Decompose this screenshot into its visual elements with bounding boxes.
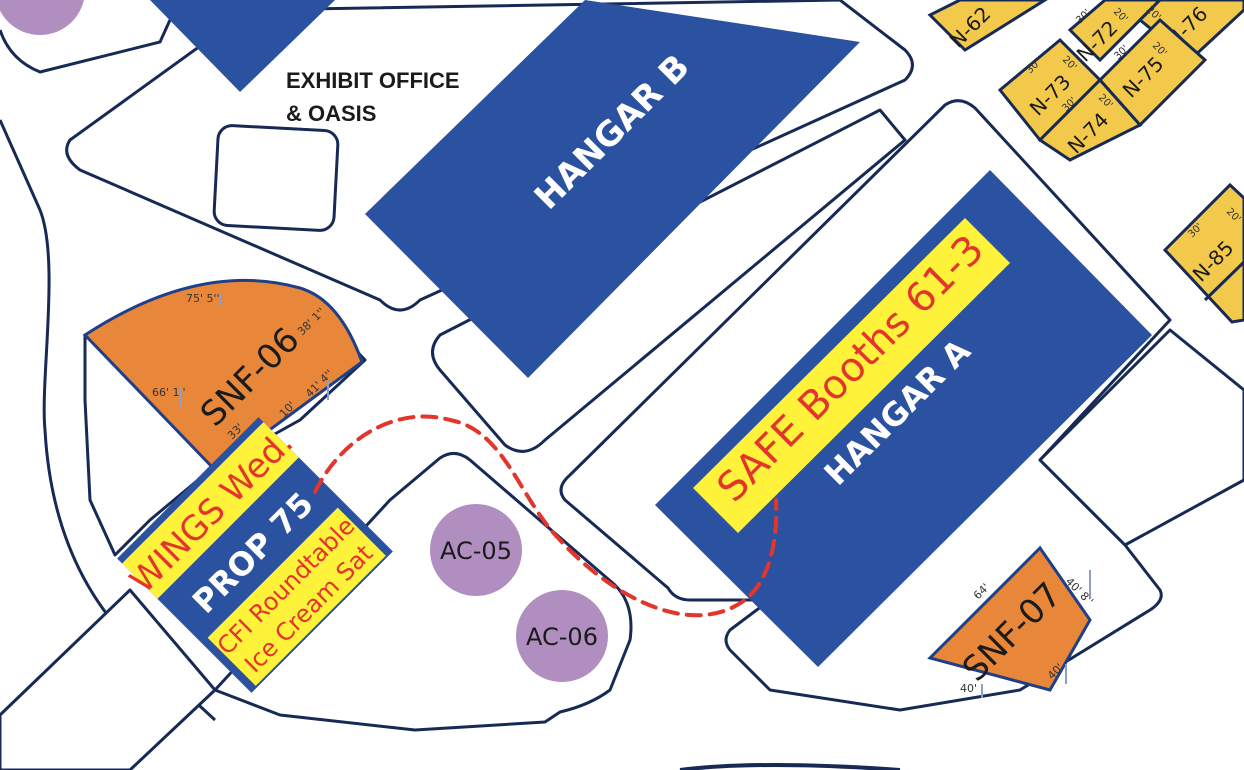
hangar-wedge-top[interactable]: [150, 0, 335, 92]
booth-n72[interactable]: [1067, 0, 1163, 63]
road-edge-top-left: [0, 19, 172, 74]
booth-n85[interactable]: [1162, 182, 1244, 324]
exhibit-office-building[interactable]: [212, 124, 340, 232]
partial-ac-circle: [0, 0, 84, 35]
road-edge-left: [0, 119, 217, 722]
snf07-space[interactable]: [927, 545, 1092, 692]
snf06-dim: 75' 5'': [186, 292, 220, 305]
snf06-dim: 66' 1'': [152, 386, 186, 399]
road-bottom: [679, 763, 901, 770]
walking-route: [313, 414, 779, 618]
booth-block-right: N-85 30' 20': [1162, 182, 1244, 324]
booth-n62[interactable]: [927, 0, 1048, 52]
snf06-space[interactable]: [82, 278, 364, 472]
wings-highlight: [122, 422, 299, 599]
entrance-walkway: [0, 588, 217, 770]
booth-block-top: N-62 N-72 30' 20' N-76 20' N-73 30' 20' …: [927, 0, 1244, 162]
booth-n74[interactable]: [1037, 77, 1143, 162]
hangar-a[interactable]: [655, 170, 1152, 667]
booth-divider: [1203, 260, 1244, 302]
snf07-dim: 40': [960, 682, 977, 695]
hangar-b[interactable]: [365, 0, 860, 378]
parcel-hangar-b-lower: [431, 108, 907, 453]
building-right-lower: [1038, 328, 1244, 547]
prop75-box: [117, 417, 393, 693]
exhibit-office-label: EXHIBIT OFFICE: [286, 68, 460, 93]
exhibit-office-label-2: & OASIS: [286, 101, 376, 126]
ac06-label: AC-06: [526, 623, 598, 651]
ac05-label: AC-05: [440, 537, 512, 565]
booth-n76[interactable]: [1137, 0, 1244, 62]
ac06-space[interactable]: [516, 590, 608, 682]
ac05-space[interactable]: [430, 504, 522, 596]
safe-highlight: [693, 218, 1010, 533]
cfi-highlight: [207, 507, 386, 686]
